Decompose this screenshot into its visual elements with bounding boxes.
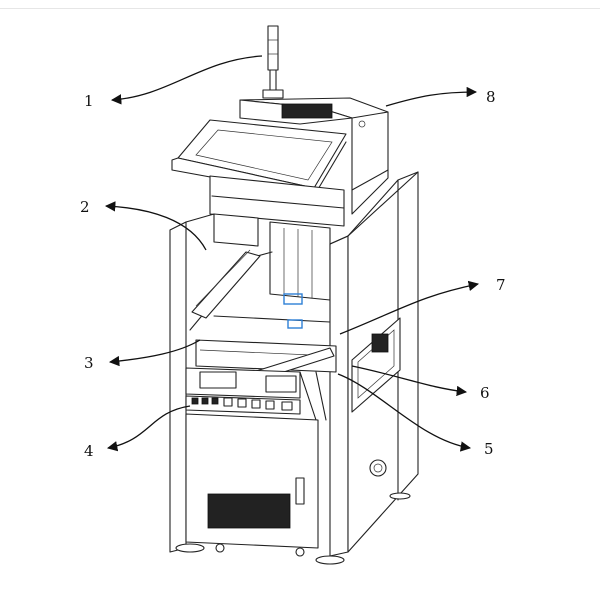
callout-3: 3 [84,354,94,372]
arrow-6 [351,365,468,397]
arrow-3 [108,339,201,367]
side-connector [371,333,389,353]
arrow-2 [104,201,207,251]
callout-labels: 1 2 3 4 5 6 7 8 [80,88,506,460]
door-handle [295,477,305,505]
arrow-5 [337,373,472,452]
upper-gantry [209,175,345,305]
callout-8: 8 [486,88,496,106]
callout-7: 7 [496,276,506,294]
front-control-panel [185,367,301,415]
callout-arrows [104,55,480,452]
foot-right [315,555,345,565]
callout-5: 5 [484,440,494,458]
nozzle-highlight [283,293,303,305]
arrow-4 [106,405,191,452]
arrow-7 [339,280,480,335]
callout-6: 6 [480,384,490,402]
cabinet-frame [169,171,419,557]
arrow-8 [385,86,478,107]
foot-left [175,543,205,553]
callout-1: 1 [84,92,94,110]
top-border-line [0,8,600,9]
bottom-vent-grille [207,493,291,529]
side-fan-icon [369,459,387,477]
callout-2: 2 [80,198,90,216]
signal-tower [262,25,284,99]
lower-cabinet [175,413,411,565]
top-vent-grille [281,103,333,119]
arrow-1 [110,55,263,105]
callout-4: 4 [84,442,94,460]
conveyor-highlight [287,319,303,329]
top-cover-box [239,97,389,215]
